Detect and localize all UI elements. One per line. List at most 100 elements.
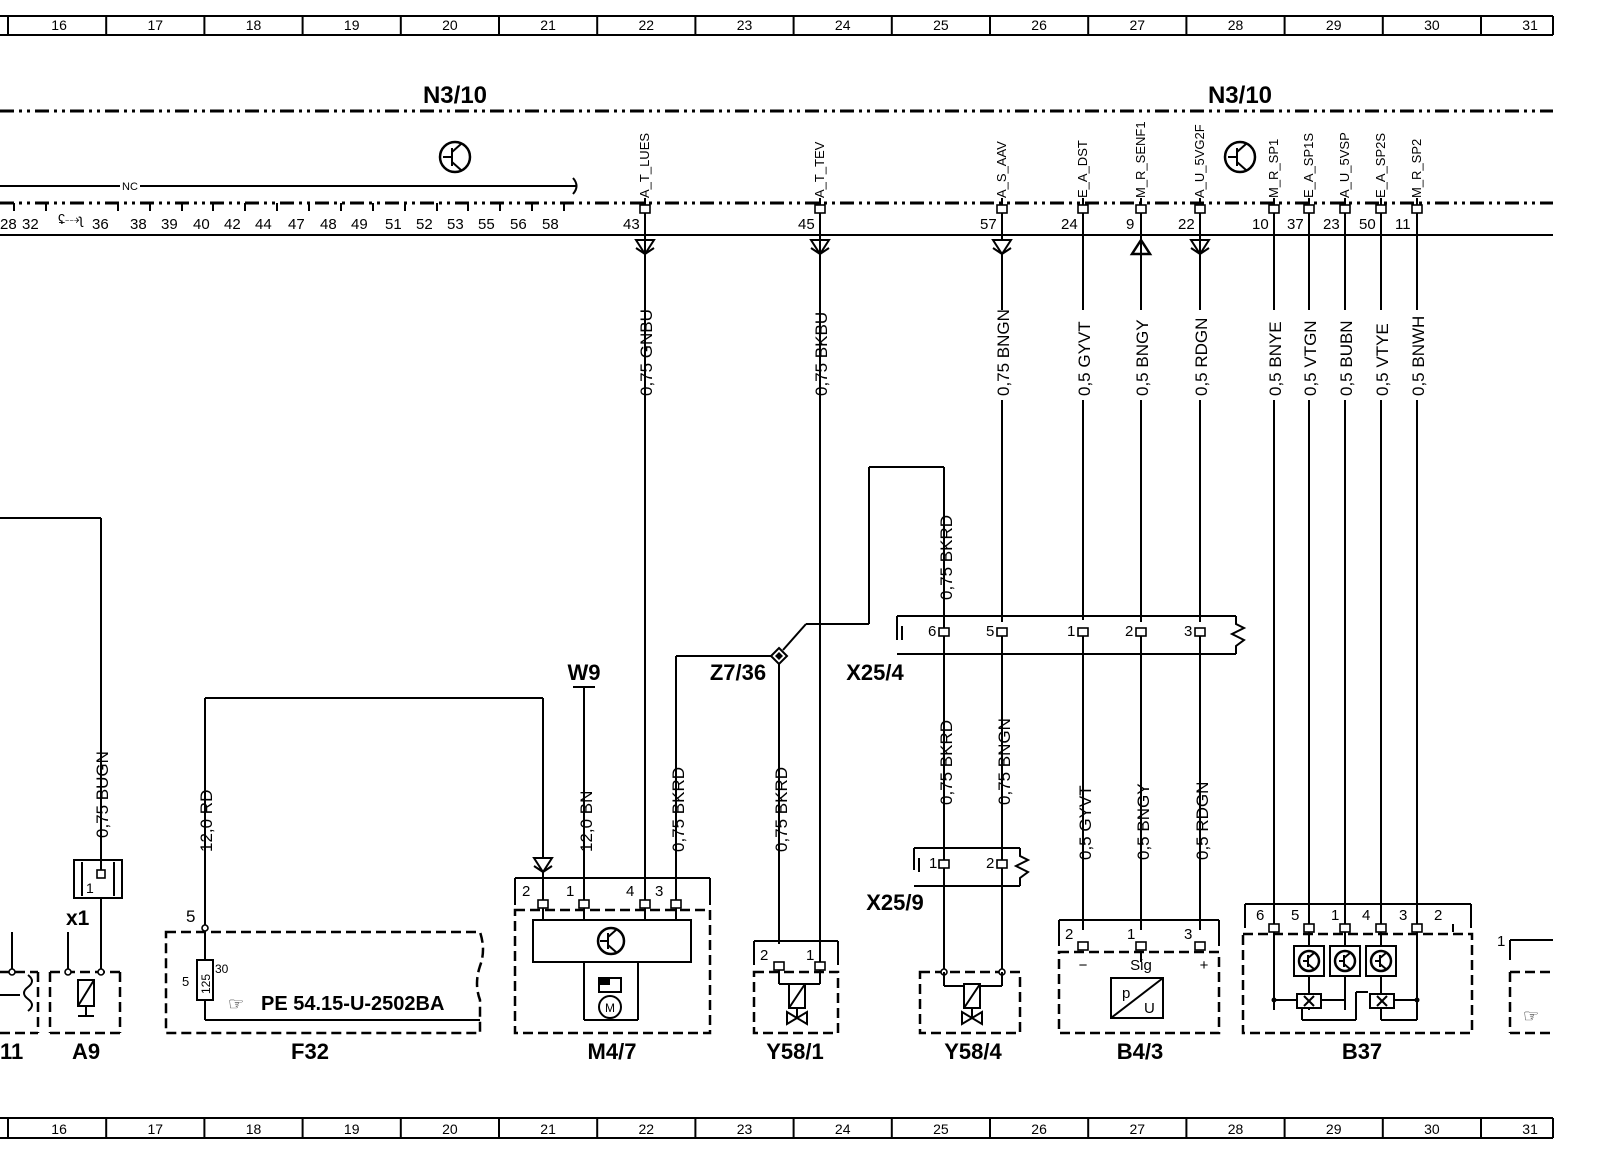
right-pin-1: 1 [1497, 933, 1505, 950]
grid-column-label: 17 [148, 1121, 164, 1137]
voltage-symbol: U [1144, 1000, 1155, 1017]
grid-column-label: 30 [1424, 17, 1440, 33]
f32-pin-side: 5 [182, 974, 189, 989]
signal-name: E_A_SP1S [1301, 133, 1316, 198]
grid-column-label: 21 [540, 17, 556, 33]
signal-name: A_T_LUES [637, 133, 652, 198]
wire-label: 0,5 BNWH [1409, 316, 1428, 396]
pin-42: 42 [224, 216, 241, 233]
component-label-a9: A9 [72, 1039, 100, 1064]
signal-name: A_T_TEV [812, 141, 827, 198]
b37-pin-3: 3 [1399, 907, 1407, 924]
wire-label-rd: 12,0 RD [197, 790, 216, 852]
x254-pin-2: 2 [1125, 623, 1133, 640]
grid-column-label: 20 [442, 17, 458, 33]
grid-column-label: 16 [51, 17, 67, 33]
b37-pin-6: 6 [1256, 907, 1264, 924]
bridge-icon: ʢ⤏ʅ [58, 211, 84, 227]
x259-pin-2: 2 [986, 855, 994, 872]
pin-socket-icon [1135, 627, 1147, 637]
signal-name: A_U_5VG2F [1192, 124, 1207, 198]
pin-socket-icon [1077, 627, 1089, 637]
b43-pin-1: 1 [1127, 926, 1135, 943]
pin-number: 24 [1061, 216, 1078, 233]
splice-z7-36: Z7/36 0,75 BKRD 0,75 BKRD 0,75 BKRD [669, 466, 956, 944]
pin-socket-icon [1339, 204, 1351, 214]
pin-52: 52 [416, 216, 433, 233]
module-label-right: N3/10 [1208, 82, 1272, 109]
x25-4-label: X25/4 [846, 660, 904, 685]
signal-name: E_A_SP2S [1373, 133, 1388, 198]
pin-56: 56 [510, 216, 527, 233]
x254-pin-5: 5 [986, 623, 994, 640]
grid-column-label: 30 [1424, 1121, 1440, 1137]
pin-number: 50 [1359, 216, 1376, 233]
wire-label-bugn: 0,75 BUGN [93, 751, 112, 838]
wire-label-m47-bkrd: 0,75 BKRD [669, 767, 688, 852]
wire-label: 0,75 BKBU [812, 312, 831, 396]
grid-column-label: 27 [1130, 1121, 1146, 1137]
y581-pin-2: 2 [760, 947, 768, 964]
pin-socket-icon [1077, 204, 1089, 214]
component-label-m1: 11 [0, 1039, 23, 1064]
component-label-b37: B37 [1342, 1039, 1382, 1064]
connector-x25-9: 0,75 BKRD 0,75 BNGN X25/9 1 2 [866, 660, 1031, 972]
grid-column-label: 19 [344, 1121, 360, 1137]
pin-socket-icon [996, 627, 1008, 637]
pin-48: 48 [320, 216, 337, 233]
component-a9: 1 x1 A9 [48, 859, 123, 1064]
component-m4-7: 2 1 4 3 M M4/7 [513, 236, 712, 1064]
pin-44: 44 [255, 216, 272, 233]
grid-column-label: 28 [1228, 17, 1244, 33]
pin-28: 28 [0, 216, 17, 233]
pin-number: 57 [980, 216, 997, 233]
m47-pin-1: 1 [566, 883, 574, 900]
nc-label: NC [122, 181, 138, 193]
grid-column-label: 23 [737, 17, 753, 33]
f32-reference: PE 54.15-U-2502BA [261, 993, 444, 1015]
x259-pin-1: 1 [929, 855, 937, 872]
pin-socket-icon [1135, 204, 1147, 214]
grid-column-label: 28 [1228, 1121, 1244, 1137]
wire-label: 0,75 GNBU [637, 309, 656, 396]
m47-pin-4: 4 [626, 883, 634, 900]
grid-column-label: 18 [246, 17, 262, 33]
transistor-icon [596, 926, 626, 956]
pin-socket-icon [1411, 204, 1423, 214]
pin-number: 23 [1323, 216, 1340, 233]
pin-55: 55 [478, 216, 495, 233]
pin-53: 53 [447, 216, 464, 233]
transistor-icon [438, 140, 472, 174]
pin-socket-icon [1268, 204, 1280, 214]
wire-label: 0,5 GYVT [1075, 321, 1094, 396]
x25-9-label: X25/9 [866, 890, 924, 915]
component-label-f32: F32 [291, 1039, 329, 1064]
b37-pin-1: 1 [1331, 907, 1339, 924]
b43-minus: − [1079, 957, 1088, 974]
b43-pin-3: 3 [1184, 926, 1192, 943]
motor-icon: M [598, 995, 622, 1019]
svg-text:M: M [605, 1001, 615, 1015]
component-label-y584: Y58/4 [944, 1039, 1002, 1064]
component-y58-1: 2 1 Y58/1 [752, 236, 840, 1064]
signal-name: A_U_5VSP [1337, 132, 1352, 198]
signal-name: A_S_AAV [994, 141, 1009, 198]
wire-label-b43-gyvt: 0,5 GYVT [1076, 785, 1095, 860]
transistor-icon [1223, 140, 1257, 174]
resistor-icon [1296, 993, 1322, 1009]
signal-a-u-5vsp: A_U_5VSP 23 0,5 BUBN [1323, 132, 1356, 1010]
resistor-icon [1369, 993, 1395, 1009]
b43-plus: + [1200, 957, 1209, 974]
nc-line: NC [0, 177, 578, 195]
pointing-hand-icon: ☞ [228, 994, 244, 1014]
wire-label: 0,5 BUBN [1337, 320, 1356, 396]
pin-number: 11 [1395, 216, 1411, 233]
component-label-y581: Y58/1 [766, 1039, 824, 1064]
pin-number: 37 [1287, 216, 1304, 233]
